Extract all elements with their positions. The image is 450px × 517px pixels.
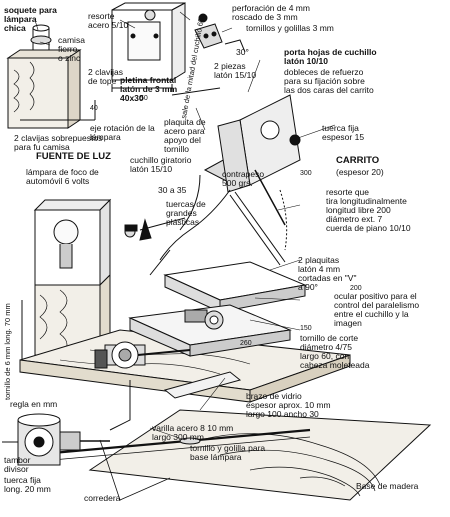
label-base-madera: Base de madera xyxy=(356,481,419,491)
label-placa-apoyo: plaquita de acero para apoyo del tornill… xyxy=(164,117,206,154)
micrometer-screw xyxy=(94,341,191,369)
dim-200-text: 200 xyxy=(350,285,362,292)
label-tuerca-fija-top: tuerca fija espesor 15 xyxy=(322,123,365,142)
carriage-platform xyxy=(128,261,307,357)
label-tuercas-grandes: tuercas de grandes plásticas xyxy=(166,199,206,227)
dim-50-text: 50 xyxy=(140,95,148,102)
label-cuchillo-giratorio: cuchillo giratorio latón 15/10 xyxy=(130,155,192,174)
label-camisa-fierro: camisa fierro o zinc xyxy=(58,35,85,63)
label-tornillo-golilla-base: tornillo y golilla para base lámpara xyxy=(190,443,266,462)
springs-rods xyxy=(124,169,288,276)
glass-arm xyxy=(163,371,242,399)
label-dobleces: dobleces de refuerzo para su fijación so… xyxy=(284,67,374,95)
label-ocular: ocular positivo para el control del para… xyxy=(334,291,420,328)
drum-divider xyxy=(2,413,110,466)
label-clavijas-sobrepuestos: 2 clavijas sobrepuestos para fu camisa xyxy=(14,133,103,152)
label-tambor-divisor: tambor divisor xyxy=(4,455,31,474)
label-soquete-lampara: soquete para lámpara chica xyxy=(4,5,57,33)
label-porta-hojas: porta hojas de cuchillo latón 10/10 xyxy=(284,47,377,66)
label-dos-piezas: 2 piezas latón 15/10 xyxy=(214,61,257,80)
dim-150-text: 150 xyxy=(300,325,312,332)
label-varilla-acero: varilla acero 8 10 mm largo 300 mm xyxy=(152,423,234,442)
dim-260-text: 260 xyxy=(240,340,252,347)
label-resorte-acero: resorte acero 5/10 xyxy=(88,11,129,30)
leader-lines xyxy=(34,11,336,441)
label-clavijas-tope: 2 clavijas de tope xyxy=(88,67,123,86)
label-tornillo-corte: tornillo de corte diámetro 4/75 largo 60… xyxy=(300,333,370,370)
label-brazo-vidrio: brazo de vidrio espesor aprox. 10 mm lar… xyxy=(246,391,331,419)
label-perforacion: perforación de 4 mm roscado de 3 mm xyxy=(232,3,310,22)
label-tornillo-6mm: tornillo de 6 mm long. 70 mm xyxy=(3,303,12,400)
light-source xyxy=(21,198,112,360)
label-angle-30: 30° xyxy=(236,47,249,57)
label-pletina-frontal: pletina frontal latón de 3 mm 40x30 xyxy=(120,75,178,103)
label-espesor-20: (espesor 20) xyxy=(336,167,384,177)
wooden-base xyxy=(29,380,432,501)
bracket-detail xyxy=(194,13,246,53)
label-tornillos-golillas-top: tornillos y golillas 3 mm xyxy=(246,23,334,33)
label-eje-rotacion: eje rotación de la lámpara xyxy=(90,123,155,142)
label-tuerca-fija-bottom: tuerca fija long. 20 mm xyxy=(4,475,51,494)
dim-300-text: 300 xyxy=(300,170,312,177)
knife-holder-inset xyxy=(111,2,221,96)
lamp-housing-inset xyxy=(6,24,96,129)
dim-40-text: 40 xyxy=(90,105,98,112)
label-carrito: CARRITO xyxy=(336,155,380,166)
label-lampara-foco: lámpara de foco de automóvil 6 volts xyxy=(26,167,99,186)
label-regla-mm: regla en mm xyxy=(10,399,58,409)
label-contrapeso: contrapeso 500 grs. xyxy=(222,169,265,188)
label-dim-30-35: 30 a 35 xyxy=(158,185,187,195)
label-corredera: corredera xyxy=(84,493,121,503)
label-dos-plaquitas: 2 plaquitas latón 4 mm cortadas en "V" a… xyxy=(298,255,357,292)
label-resorte-tira: resorte que tira longitudinalmente longi… xyxy=(326,187,411,233)
label-fuente-luz: FUENTE DE LUZ xyxy=(36,151,111,162)
